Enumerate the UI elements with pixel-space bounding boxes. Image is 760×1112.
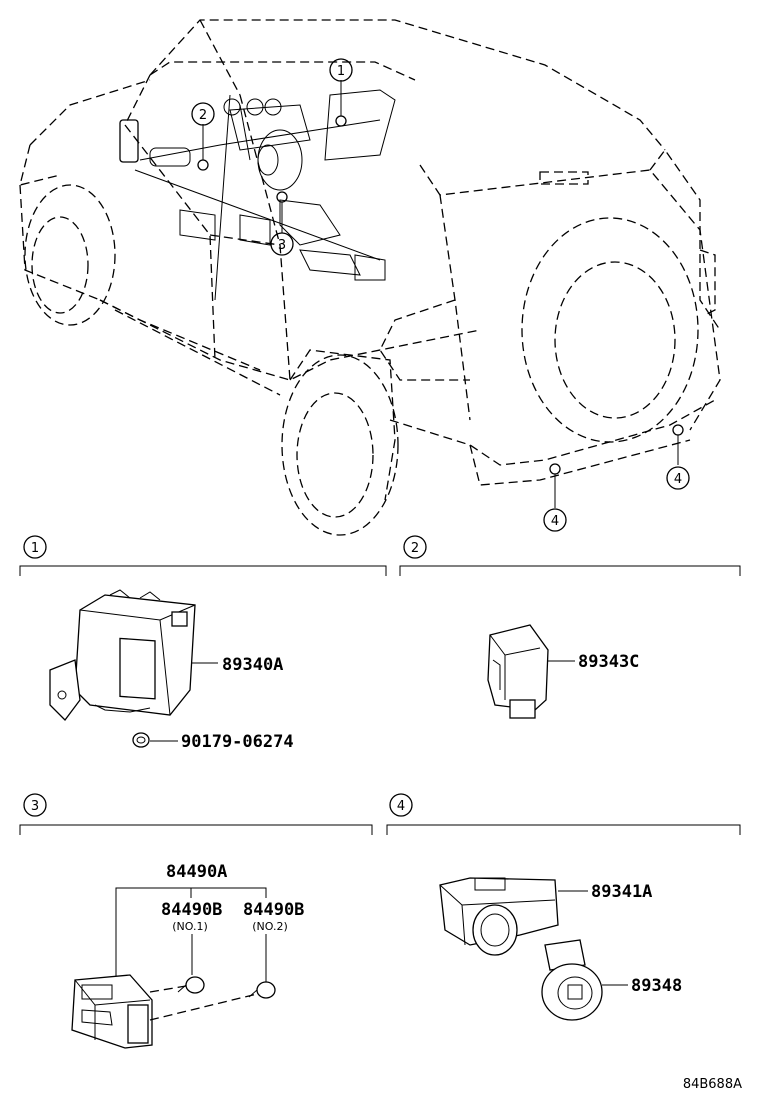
- callout-1[interactable]: 1: [329, 58, 353, 82]
- vehicle-overview: 1 2 3 4 4: [19, 19, 721, 536]
- location-marker-4a: [549, 463, 561, 475]
- note-no2: (NO.2): [252, 920, 288, 933]
- bulb-no2-drawing: [248, 981, 276, 999]
- diagram-reference-code: 84B688A: [683, 1077, 742, 1092]
- part-number-84490B-no2[interactable]: 84490B: [243, 900, 304, 920]
- switch-drawing: [71, 974, 153, 1049]
- clip-drawing: [132, 732, 150, 748]
- note-no1: (NO.1): [172, 920, 208, 933]
- callout-3[interactable]: 3: [270, 232, 294, 256]
- location-marker-1: [335, 115, 347, 127]
- svg-text:2: 2: [199, 108, 207, 123]
- section-4: 4 89341A 89348: [386, 793, 741, 1021]
- part-number-89341A[interactable]: 89341A: [591, 882, 652, 902]
- svg-text:2: 2: [411, 541, 419, 556]
- part-number-89340A[interactable]: 89340A: [222, 655, 283, 675]
- section-3-badge[interactable]: 3: [23, 793, 47, 817]
- section-1-bracket: [19, 565, 387, 576]
- sensor-89343C-drawing: [487, 624, 549, 719]
- section-1-badge[interactable]: 1: [23, 535, 47, 559]
- callout-4a[interactable]: 4: [543, 508, 567, 532]
- part-number-84490B-no1[interactable]: 84490B: [161, 900, 222, 920]
- part-number-89348[interactable]: 89348: [631, 976, 682, 996]
- section-2-bracket: [399, 565, 741, 576]
- location-marker-2: [197, 159, 209, 171]
- section-4-badge[interactable]: 4: [389, 793, 413, 817]
- svg-text:1: 1: [31, 541, 39, 556]
- svg-text:3: 3: [31, 799, 39, 814]
- ecu-module-drawing: [49, 589, 196, 721]
- svg-text:4: 4: [397, 799, 405, 814]
- section-2-badge[interactable]: 2: [403, 535, 427, 559]
- bulb-no1-drawing: [177, 976, 205, 994]
- section-4-bracket: [386, 824, 741, 835]
- part-number-90179-06274[interactable]: 90179-06274: [181, 732, 294, 752]
- part-number-84490A[interactable]: 84490A: [166, 862, 227, 882]
- callout-2[interactable]: 2: [191, 102, 215, 126]
- location-marker-4b: [672, 424, 684, 436]
- section-2: 2 89343C: [399, 535, 741, 719]
- section-3: 3 84490A 84490B 84490B (NO.1) (NO.2): [19, 793, 373, 1049]
- sensor-89341A-drawing: [439, 877, 559, 956]
- retainer-89348-drawing: [541, 939, 603, 1021]
- svg-text:4: 4: [674, 472, 682, 487]
- svg-text:4: 4: [551, 514, 559, 529]
- part-number-89343C[interactable]: 89343C: [578, 652, 639, 672]
- callout-4b[interactable]: 4: [666, 466, 690, 490]
- section-1: 1 89340A 90179-06274: [19, 535, 387, 752]
- svg-text:3: 3: [278, 238, 286, 253]
- svg-text:1: 1: [337, 64, 345, 79]
- section-3-bracket: [19, 824, 373, 835]
